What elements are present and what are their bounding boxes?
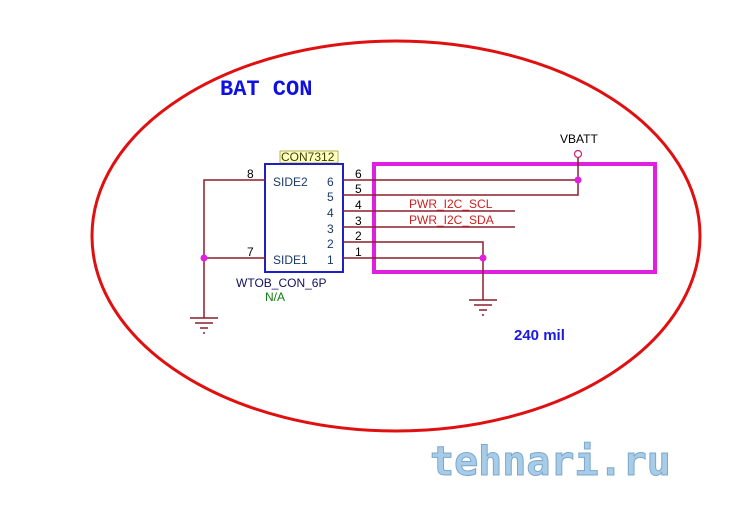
pin-num-5: 5 bbox=[355, 182, 362, 196]
title: BAT CON bbox=[220, 77, 312, 102]
wires bbox=[203, 158, 579, 318]
connector-part: WTOB_CON_6P bbox=[236, 276, 326, 290]
pin-4: 4 bbox=[327, 206, 334, 220]
junction-dot bbox=[479, 254, 487, 262]
junction-dot bbox=[574, 176, 582, 184]
pin-name-side2: SIDE2 bbox=[273, 175, 308, 189]
ground-icon bbox=[469, 299, 497, 316]
net-label-scl: PWR_I2C_SCL bbox=[409, 197, 493, 211]
width-note: 240 mil bbox=[514, 327, 565, 344]
net-label-sda: PWR_I2C_SDA bbox=[409, 213, 494, 227]
pin-1: 1 bbox=[327, 253, 334, 267]
pin-num-2: 2 bbox=[355, 229, 362, 243]
pin-6: 6 bbox=[327, 175, 334, 189]
power-net-label: VBATT bbox=[560, 132, 598, 146]
pin-name-side1: SIDE1 bbox=[273, 253, 308, 267]
connector-refdes: CON7312 bbox=[281, 150, 335, 164]
pin-5: 5 bbox=[327, 190, 334, 204]
connector-value: N/A bbox=[265, 290, 285, 304]
connector-body[interactable] bbox=[264, 163, 344, 273]
pin-2: 2 bbox=[327, 237, 334, 251]
pin-3: 3 bbox=[327, 222, 334, 236]
pin-num-3: 3 bbox=[355, 214, 362, 228]
ground-icon bbox=[190, 317, 218, 334]
inner-pin-numbers: 6 5 4 3 2 1 bbox=[327, 175, 334, 267]
highlight-ellipse bbox=[90, 39, 702, 433]
pin-num-8: 8 bbox=[247, 167, 254, 181]
pin-num-6: 6 bbox=[355, 167, 362, 181]
outer-pin-numbers: 6 5 4 3 2 1 8 7 bbox=[247, 167, 362, 259]
pin-num-4: 4 bbox=[355, 198, 362, 212]
watermark: tehnari.ru bbox=[430, 439, 671, 485]
pin-num-1: 1 bbox=[355, 245, 362, 259]
power-port-icon bbox=[573, 149, 583, 159]
area-highlight-box bbox=[372, 162, 657, 274]
pin-num-7: 7 bbox=[247, 245, 254, 259]
junction-dot bbox=[200, 254, 208, 262]
